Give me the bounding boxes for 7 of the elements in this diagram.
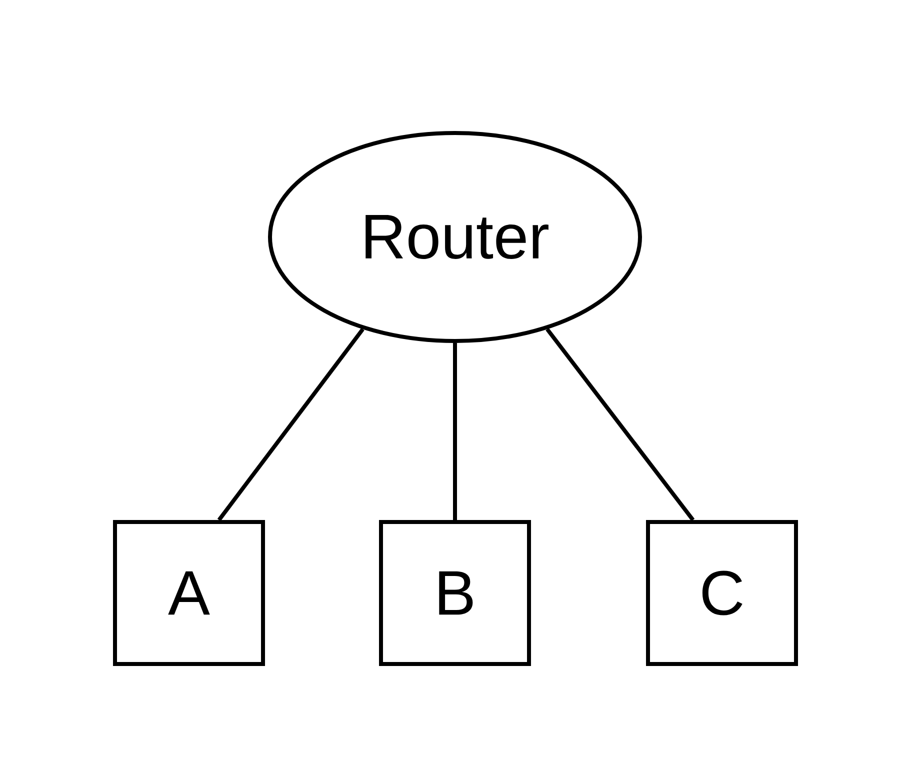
connector-line (453, 343, 457, 520)
square-node: A (113, 520, 265, 666)
connector-line (217, 328, 364, 522)
connector-line (546, 328, 695, 522)
square-node: B (379, 520, 531, 666)
square-node: C (646, 520, 798, 666)
ellipse-node: Router (268, 131, 642, 343)
